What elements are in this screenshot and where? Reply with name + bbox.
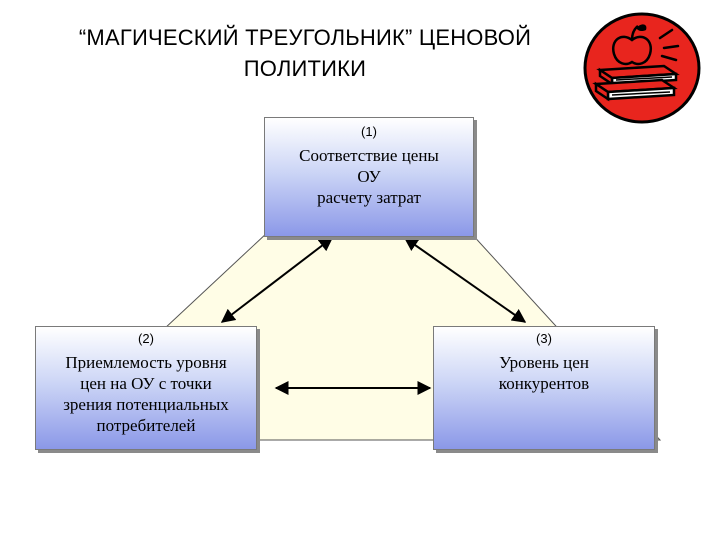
- node-text: Соответствие цены ОУ расчету затрат: [265, 145, 473, 208]
- node-text: Уровень цен конкурентов: [434, 352, 654, 394]
- node-number: (2): [36, 331, 256, 346]
- node-cost-correspondence: (1) Соответствие цены ОУ расчету затрат: [264, 117, 474, 237]
- node-number: (3): [434, 331, 654, 346]
- node-text: Приемлемость уровня цен на ОУ с точки зр…: [36, 352, 256, 436]
- node-competitor-prices: (3) Уровень цен конкурентов: [433, 326, 655, 450]
- node-consumer-acceptability: (2) Приемлемость уровня цен на ОУ с точк…: [35, 326, 257, 450]
- node-number: (1): [265, 124, 473, 139]
